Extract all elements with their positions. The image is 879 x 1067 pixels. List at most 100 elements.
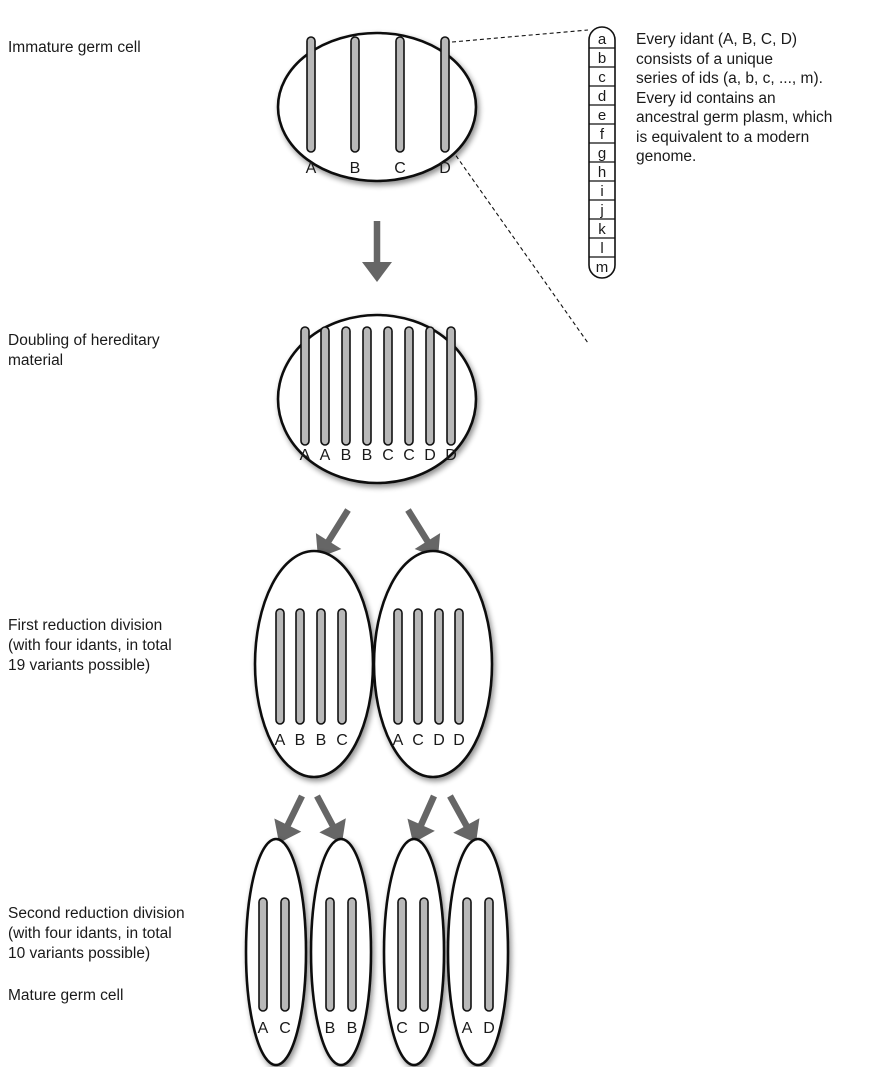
idant-label: B [341,447,352,464]
idant-label: D [453,732,465,749]
idant-chromosome [462,897,472,1012]
idant-chromosome [316,608,326,725]
idant-chromosome [306,36,316,153]
idant-chromosome [325,897,335,1012]
idant-chromosome [484,897,494,1012]
idant-chromosome [395,36,405,153]
idant-annotation: Every idant (A, B, C, D) consists of a u… [636,31,833,165]
idant-chromosome [258,897,268,1012]
idant-label: C [279,1020,291,1037]
idant-label: B [347,1020,358,1037]
idant-chromosome [397,897,407,1012]
idant-label: D [433,732,445,749]
stage-label-mature: Mature germ cell [8,987,124,1004]
id-label: g [598,145,606,162]
arrow-second-1 [274,794,305,843]
idant-label: D [439,160,451,177]
cell-membrane [244,837,308,1067]
idant-chromosome [454,608,464,725]
idant-label: D [424,447,436,464]
idant-label: C [396,1020,408,1037]
arrow-split-right [405,508,441,558]
idant-chromosome [295,608,305,725]
id-label: c [598,69,606,86]
idant-chromosome [320,326,330,446]
cell-membrane [446,837,510,1067]
idant-label: B [350,160,361,177]
idant-label: C [382,447,394,464]
arrow-second-2 [314,794,346,843]
id-label: h [598,164,606,181]
idant-label: B [295,732,306,749]
id-label: d [598,88,606,105]
stage-label-first-reduction: First reduction division (with four idan… [8,617,172,674]
id-label: b [598,50,606,67]
idant-label: A [300,447,311,464]
idant-chromosome [434,608,444,725]
cell-immature: A B C D [276,31,478,183]
arrows-layer [274,221,480,843]
idant-chromosome [440,36,450,153]
idant-chromosome [350,36,360,153]
idant-label: B [362,447,373,464]
id-label: e [598,107,606,124]
idant-label: A [306,160,317,177]
stage-label-second-reduction: Second reduction division (with four ida… [8,905,185,962]
idant-label: B [325,1020,336,1037]
idant-chromosome [275,608,285,725]
idant-label: C [394,160,406,177]
idant-label: D [483,1020,495,1037]
idant-label: A [393,732,404,749]
id-label: j [599,202,603,219]
idant-chromosome [446,326,456,446]
connector-lines-layer [451,29,589,344]
idant-label: D [445,447,457,464]
arrow-doubling [362,221,392,282]
idant-label: C [403,447,415,464]
id-label: a [598,31,607,48]
idant-chromosome [280,897,290,1012]
id-label: m [596,259,609,276]
idant-chromosome [362,326,372,446]
cell-membrane [382,837,446,1067]
id-label: k [598,221,606,238]
idant-chromosome [300,326,310,446]
id-label: l [600,240,603,257]
connector-line-bottom [451,149,589,344]
idant-chromosome [404,326,414,446]
idant-chromosome [425,326,435,446]
idant-label: A [258,1020,269,1037]
arrow-second-4 [447,794,480,843]
cell-membrane [253,549,375,779]
stage-label-doubling: Doubling of hereditary material [8,332,160,369]
cell-membrane [309,837,373,1067]
idant-label: C [336,732,348,749]
idant-chromosome [337,608,347,725]
connector-line-top [451,29,589,43]
idant-label: A [462,1020,473,1037]
idant-label: A [275,732,286,749]
arrow-second-3 [407,794,437,843]
arrow-split-left [315,508,351,558]
idant-label: C [412,732,424,749]
id-label: f [600,126,605,143]
idant-chromosome [347,897,357,1012]
idant-chromosome [383,326,393,446]
idant-label: D [418,1020,430,1037]
id-label: i [600,183,603,200]
cell-membrane [276,31,478,183]
idant-label: A [320,447,331,464]
idant-chromosome [413,608,423,725]
idant-chromosome [419,897,429,1012]
